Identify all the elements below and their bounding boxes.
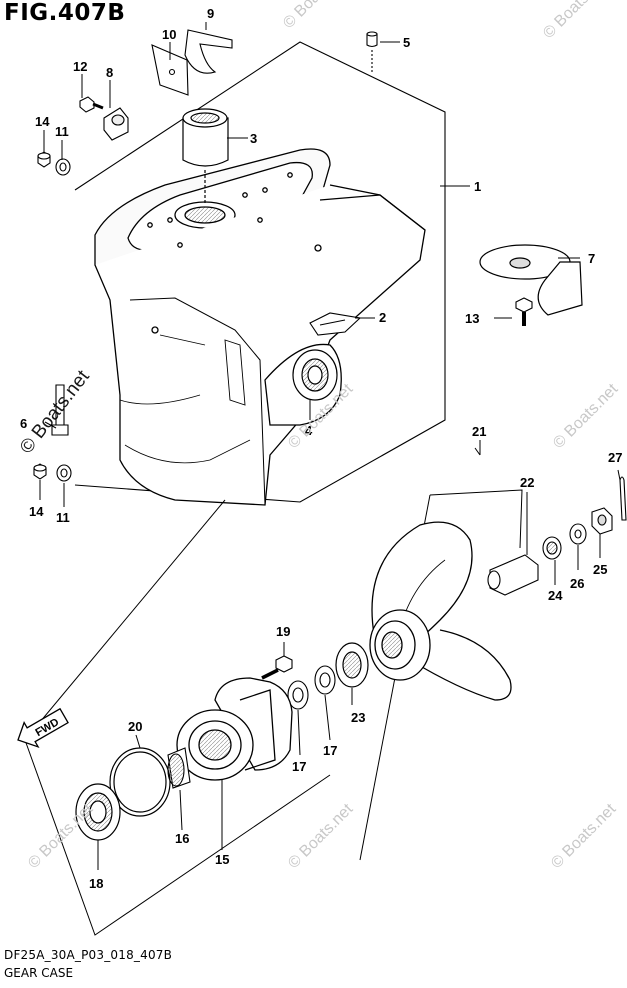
bushing-part-3[interactable]: [182, 108, 229, 205]
spacer-part-22[interactable]: [487, 554, 539, 596]
washer-part-24[interactable]: [542, 536, 562, 560]
callout-16: 16: [175, 831, 189, 846]
callout-15: 15: [215, 852, 229, 867]
leader-lines: [39, 22, 621, 870]
callout-8: 8: [106, 65, 113, 80]
strainer-part-2[interactable]: [309, 312, 362, 336]
bolt-part-19[interactable]: [261, 655, 293, 680]
fwd-label: FWD: [33, 716, 61, 739]
grommet-part-8[interactable]: [103, 107, 129, 141]
callout-13: 13: [465, 311, 479, 326]
trim-tab-part-7[interactable]: [479, 244, 583, 316]
callout-5: 5: [403, 35, 410, 50]
callout-4: 4: [305, 423, 313, 438]
bolt-part-14-lower[interactable]: [33, 463, 47, 480]
forward-direction-arrow: FWD: [17, 707, 69, 749]
gear-case-housing[interactable]: [74, 41, 446, 506]
cotter-pin-part-27[interactable]: [619, 476, 627, 521]
callout-18: 18: [89, 876, 103, 891]
callout-21: 21: [472, 424, 486, 439]
callout-2: 2: [379, 310, 386, 325]
washer-part-11-upper[interactable]: [55, 158, 71, 176]
bolt-part-14-upper[interactable]: [37, 151, 51, 168]
callout-14-lower: 14: [29, 504, 44, 519]
callout-17-a: 17: [292, 759, 306, 774]
nut-part-25[interactable]: [591, 507, 613, 535]
callout-6: 6: [20, 416, 27, 431]
clip-part-9[interactable]: [184, 29, 233, 74]
callout-1: 1: [474, 179, 481, 194]
oil-seal-part-18[interactable]: [75, 783, 121, 841]
plate-part-10[interactable]: [151, 44, 189, 96]
callout-25: 25: [593, 562, 607, 577]
bolt-part-13[interactable]: [515, 297, 533, 326]
callout-labels: 1 2 3 4 5 6 7 8 9 10 11 11 12 13 14 14 1…: [20, 6, 622, 891]
bearing-part-4[interactable]: [292, 349, 338, 401]
figure-title: FIG.407B: [4, 0, 126, 26]
needle-bearing-part-16[interactable]: [167, 747, 191, 789]
callout-20: 20: [128, 719, 142, 734]
propeller-part-21[interactable]: [369, 521, 512, 701]
bolt-part-12[interactable]: [79, 96, 104, 113]
callout-11-lower: 11: [56, 510, 70, 525]
callout-24: 24: [548, 588, 563, 603]
callout-11-upper: 11: [55, 124, 69, 139]
dowel-pin-part-5[interactable]: [366, 31, 378, 72]
washer-part-17-a[interactable]: [314, 665, 336, 695]
callout-27: 27: [608, 450, 622, 465]
callout-10: 10: [162, 27, 176, 42]
callout-19: 19: [276, 624, 290, 639]
callout-26: 26: [570, 576, 584, 591]
callout-12: 12: [73, 59, 87, 74]
callout-14-upper: 14: [35, 114, 50, 129]
callout-3: 3: [250, 131, 257, 146]
callout-7: 7: [588, 251, 595, 266]
diagram-code: DF25A_30A_P03_018_407B: [4, 948, 173, 962]
bearing-housing-part-15[interactable]: [176, 677, 293, 781]
diagram-name: GEAR CASE: [4, 966, 74, 980]
washer-part-26[interactable]: [569, 523, 587, 545]
callout-22: 22: [520, 475, 534, 490]
callout-9: 9: [207, 6, 214, 21]
washer-part-23[interactable]: [335, 642, 369, 688]
callout-17-b: 17: [323, 743, 337, 758]
callout-23: 23: [351, 710, 365, 725]
washer-part-11-lower[interactable]: [56, 464, 72, 482]
washer-part-17-b[interactable]: [287, 680, 309, 710]
